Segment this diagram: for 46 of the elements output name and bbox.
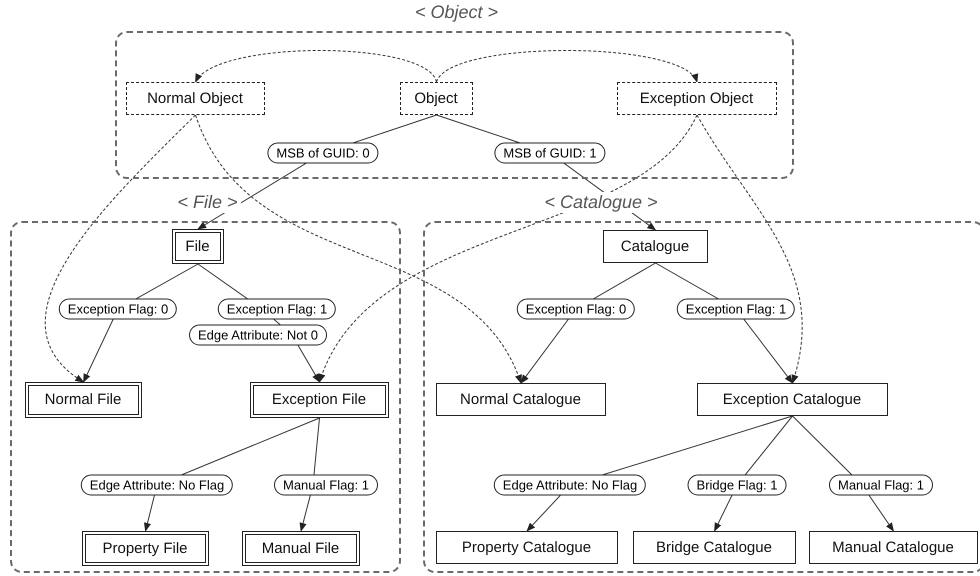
edge-label: Exception Flag: 0 xyxy=(516,298,636,320)
process-box xyxy=(632,530,796,564)
edge-label: Manual Flag: 1 xyxy=(274,474,378,496)
node-label: Normal Object xyxy=(147,90,243,106)
dashed-box xyxy=(126,82,264,114)
node-label: Object xyxy=(414,90,458,106)
dashed-arrow xyxy=(436,50,698,83)
dashed-arrow xyxy=(696,114,803,384)
dashed-box xyxy=(400,82,472,114)
node-label: Catalogue xyxy=(620,238,690,254)
edge-label: Edge Attribute: No Flag xyxy=(494,474,646,496)
edge-label: Bridge Flag: 1 xyxy=(688,474,786,496)
process-box xyxy=(808,530,978,564)
dashed-box xyxy=(616,82,776,114)
node-label: Bridge Catalogue xyxy=(656,538,772,556)
node-label: Property File xyxy=(102,540,188,556)
double-border-box xyxy=(250,382,388,418)
node-label: Manual File xyxy=(262,540,340,556)
node-label: Exception Object xyxy=(640,90,754,106)
dashed-arrow xyxy=(194,50,437,83)
double-border-box xyxy=(172,228,224,264)
edge-label: Manual Flag: 1 xyxy=(829,474,933,496)
dashed-arrow xyxy=(44,114,196,383)
process-box xyxy=(436,530,618,564)
double-border-box xyxy=(24,382,142,418)
node-label: Normal Catalogue xyxy=(460,390,581,408)
edge-label: Edge Attribute: No Flag xyxy=(80,474,234,496)
process-box xyxy=(696,382,888,416)
double-border-box xyxy=(82,530,208,566)
dashed-arrow xyxy=(319,114,698,383)
node-label: Exception Catalogue xyxy=(722,390,862,408)
node-label: Property Catalogue xyxy=(462,538,592,556)
node-label: Normal File xyxy=(44,391,122,408)
double-border-box xyxy=(242,530,360,566)
edge-label: MSB of GUID: 0 xyxy=(267,142,379,164)
edge-label: Exception Flag: 0 xyxy=(58,298,178,320)
edge-label: Exception Flag: 1 xyxy=(676,298,796,320)
node-label: File xyxy=(185,238,210,254)
condition-label: Edge Attribute: Not 0 xyxy=(189,324,327,346)
node-label: Exception File xyxy=(272,391,366,408)
node-label: Manual Catalogue xyxy=(832,538,954,556)
process-box xyxy=(602,230,708,262)
process-box xyxy=(436,382,606,416)
dashed-arrow xyxy=(195,114,522,384)
edge-label: Exception Flag: 1 xyxy=(218,298,336,320)
edge-label: MSB of GUID: 1 xyxy=(494,142,606,164)
